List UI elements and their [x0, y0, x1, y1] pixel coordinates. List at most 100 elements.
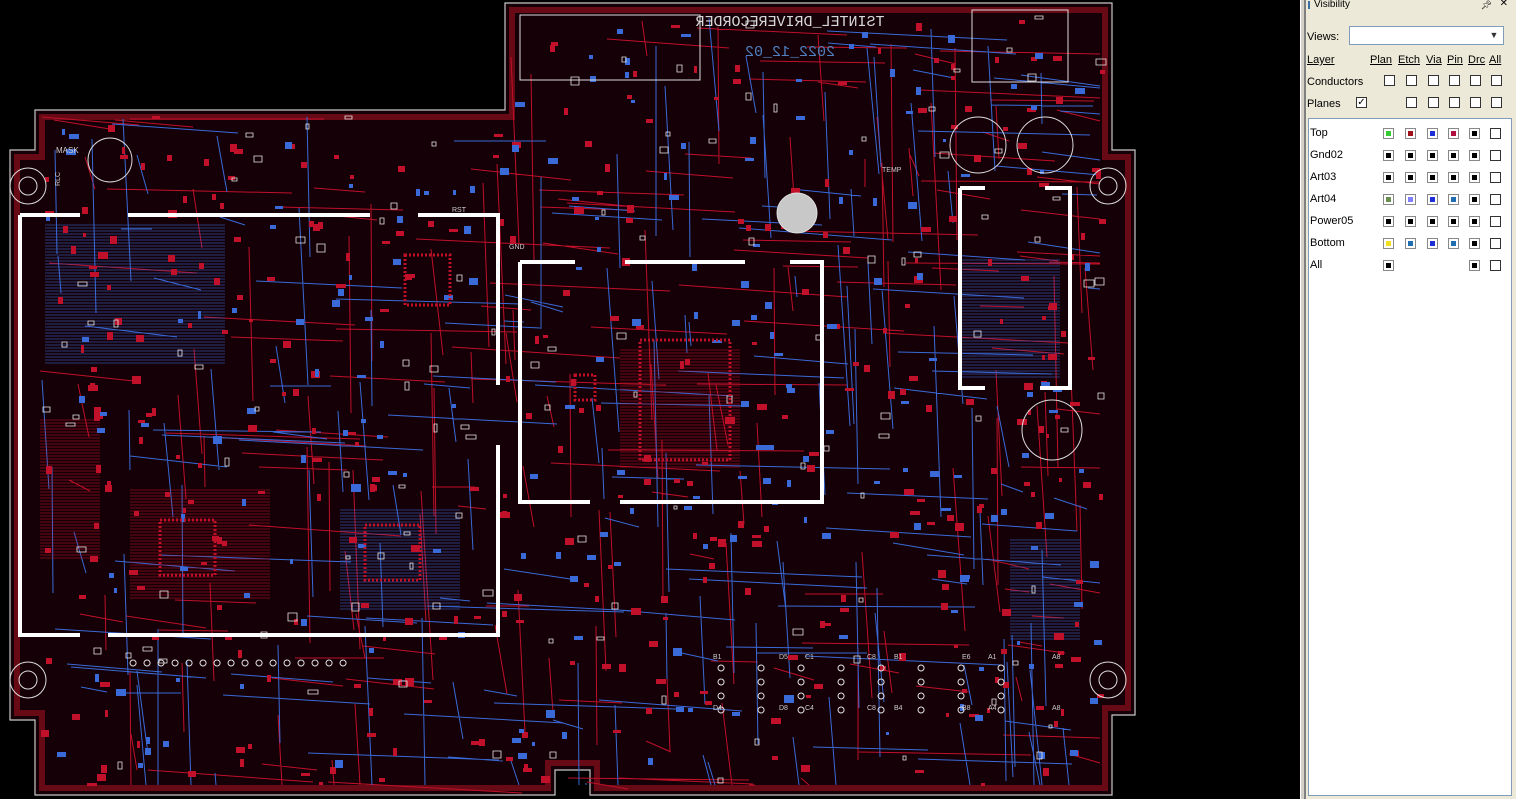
silk-title: TSINTEL_DRIVERECORDER: [695, 14, 884, 31]
layer-color-swatch[interactable]: [1383, 150, 1394, 161]
conductors-plan-checkbox[interactable]: [1384, 75, 1395, 86]
ic-package: [638, 338, 732, 462]
layer-color-swatch[interactable]: [1469, 128, 1480, 139]
connector-label: D5: [779, 654, 788, 661]
layer-color-swatch[interactable]: [1427, 238, 1438, 249]
group-conductors-label: Conductors: [1307, 76, 1364, 88]
panel-titlebar[interactable]: Visibility 📌︎ ✕: [1306, 0, 1516, 11]
connector-label: B1: [894, 654, 903, 661]
layer-all-checkbox[interactable]: [1490, 172, 1501, 183]
layer-color-swatch[interactable]: [1469, 260, 1480, 271]
connector-label: A8: [1052, 705, 1061, 712]
sd-card-slot: [519, 14, 701, 81]
col-pin[interactable]: Pin: [1447, 54, 1463, 66]
layer-color-swatch[interactable]: [1383, 238, 1394, 249]
silk-mask: MASK: [56, 146, 79, 155]
routing-region: [960, 259, 1060, 378]
layer-color-swatch[interactable]: [1469, 238, 1480, 249]
mount-hole-tr: [1089, 167, 1127, 205]
routing-region: [1010, 539, 1080, 640]
pcb-board-view[interactable]: TSINTEL_DRIVERECORDER 2022_12_02 MASK RL…: [0, 0, 1300, 799]
conductors-pin-checkbox[interactable]: [1449, 75, 1460, 86]
speaker-circle: [776, 192, 818, 234]
panel-splitter[interactable]: [1300, 0, 1305, 799]
connector-label: D4: [713, 705, 722, 712]
pin-icon[interactable]: 📌︎: [1480, 0, 1492, 10]
layer-name: Art03: [1310, 171, 1337, 183]
ic-package: [403, 253, 452, 307]
layer-color-swatch[interactable]: [1383, 172, 1394, 183]
col-all[interactable]: All: [1489, 54, 1502, 66]
layer-color-swatch[interactable]: [1427, 194, 1438, 205]
layer-color-swatch[interactable]: [1383, 260, 1394, 271]
layer-color-swatch[interactable]: [1469, 172, 1480, 183]
layer-color-swatch[interactable]: [1448, 128, 1459, 139]
conductors-etch-checkbox[interactable]: [1406, 75, 1417, 86]
chevron-down-icon[interactable]: ▼: [1489, 30, 1499, 40]
component-layer: [41, 15, 1107, 786]
layer-all-checkbox[interactable]: [1490, 260, 1501, 271]
planes-drc-checkbox[interactable]: [1470, 97, 1481, 108]
battery-cap-3: [1021, 399, 1083, 461]
col-plan[interactable]: Plan: [1370, 54, 1393, 66]
layer-all-checkbox[interactable]: [1490, 128, 1501, 139]
battery-cap-2: [1016, 116, 1074, 174]
silk-rst: RST: [452, 207, 467, 214]
views-dropdown[interactable]: ▼: [1349, 26, 1504, 45]
ic-package: [573, 373, 597, 402]
layer-color-swatch[interactable]: [1469, 194, 1480, 205]
connector-label: E6: [962, 654, 971, 661]
connector-label: C8: [867, 705, 876, 712]
silk-temp: TEMP: [882, 167, 902, 174]
through-hole-pads: [129, 659, 1005, 714]
layer-color-swatch[interactable]: [1448, 172, 1459, 183]
layer-color-swatch[interactable]: [1405, 128, 1416, 139]
layer-color-swatch[interactable]: [1405, 238, 1416, 249]
layer-color-swatch[interactable]: [1427, 128, 1438, 139]
planes-checkbox[interactable]: ✓: [1356, 97, 1367, 108]
conductors-drc-checkbox[interactable]: [1470, 75, 1481, 86]
conductors-all-checkbox[interactable]: [1491, 75, 1502, 86]
layer-all-checkbox[interactable]: [1490, 150, 1501, 161]
layer-all-checkbox[interactable]: [1490, 194, 1501, 205]
layer-color-swatch[interactable]: [1427, 172, 1438, 183]
col-via[interactable]: Via: [1426, 54, 1442, 66]
views-label: Views:: [1307, 31, 1340, 43]
col-drc[interactable]: Drc: [1468, 54, 1486, 66]
layer-name: Art04: [1310, 193, 1337, 205]
layer-color-swatch[interactable]: [1427, 216, 1438, 227]
layer-color-swatch[interactable]: [1448, 150, 1459, 161]
layer-color-swatch[interactable]: [1383, 128, 1394, 139]
connector-label: D8: [779, 705, 788, 712]
layer-all-checkbox[interactable]: [1490, 216, 1501, 227]
layer-color-swatch[interactable]: [1405, 194, 1416, 205]
layer-color-swatch[interactable]: [1383, 194, 1394, 205]
layer-color-swatch[interactable]: [1448, 194, 1459, 205]
layer-color-swatch[interactable]: [1469, 150, 1480, 161]
layer-all-checkbox[interactable]: [1490, 238, 1501, 249]
layer-color-swatch[interactable]: [1405, 172, 1416, 183]
layer-color-swatch[interactable]: [1405, 216, 1416, 227]
layer-color-swatch[interactable]: [1448, 216, 1459, 227]
layer-color-swatch[interactable]: [1448, 238, 1459, 249]
planes-via-checkbox[interactable]: [1428, 97, 1439, 108]
conductors-via-checkbox[interactable]: [1428, 75, 1439, 86]
planes-all-checkbox[interactable]: [1491, 97, 1502, 108]
silk-outlines: [42, 15, 1107, 784]
layer-color-swatch[interactable]: [1427, 150, 1438, 161]
pcb-canvas[interactable]: TSINTEL_DRIVERECORDER 2022_12_02 MASK RL…: [0, 0, 1300, 799]
connector-label: B8: [962, 705, 971, 712]
layer-name: Bottom: [1310, 237, 1345, 249]
planes-pin-checkbox[interactable]: [1449, 97, 1460, 108]
close-icon[interactable]: ✕: [1499, 0, 1508, 9]
connector-label: B1: [713, 654, 722, 661]
layer-color-swatch[interactable]: [1405, 150, 1416, 161]
layer-name: Power05: [1310, 215, 1354, 227]
layer-color-swatch[interactable]: [1383, 216, 1394, 227]
col-etch[interactable]: Etch: [1398, 54, 1421, 66]
col-layer[interactable]: Layer: [1307, 54, 1335, 66]
layer-color-swatch[interactable]: [1469, 216, 1480, 227]
routing-region: [40, 419, 100, 559]
planes-etch-checkbox[interactable]: [1406, 97, 1417, 108]
